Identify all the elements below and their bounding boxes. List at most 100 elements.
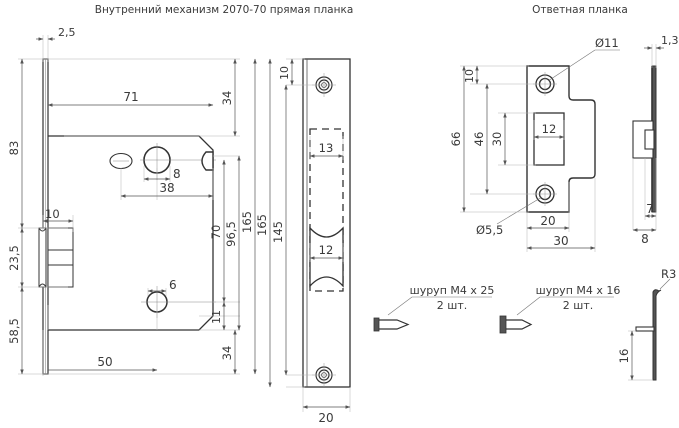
dim-83: 83: [7, 58, 24, 229]
dim-side-7-label: 7: [646, 202, 654, 216]
dim-strike-30-h-label: 30: [553, 234, 568, 248]
detail-flange: [635, 326, 655, 332]
dim-faceplate-10-label: 10: [278, 66, 291, 80]
screw-16-label-line2: 2 шт.: [563, 299, 593, 312]
dim-side-7: 7: [644, 202, 657, 218]
dim-50-label: 50: [97, 355, 112, 369]
dim-38-label: 38: [159, 181, 174, 195]
lock-extension-lines: [18, 35, 240, 376]
dim-r3-label: R3: [661, 267, 676, 281]
dim-strike-30-v-label: 30: [490, 132, 504, 147]
dim-71-label: 71: [123, 90, 138, 104]
fastener-screw-m4-25: шуруп М4 х 25 2 шт.: [373, 284, 495, 332]
view-lock-body: 2,5 83 71 34 38 8 10: [7, 26, 257, 376]
dim-strike-20: 20: [526, 214, 570, 230]
dim-side-8: 8: [632, 228, 657, 246]
dim-34-bottom: 34: [220, 329, 237, 375]
dim-strike-46-label: 46: [472, 132, 486, 147]
dim-2-5-label: 2,5: [58, 26, 76, 39]
dim-96-5: 96,5: [224, 155, 241, 331]
dim-83-label: 83: [7, 141, 21, 156]
view-strike-side: 1,3 7 8: [632, 34, 679, 246]
dim-strike-66: 66: [449, 65, 466, 213]
dim-2-5: 2,5: [36, 26, 76, 41]
screw-25-label-line1: шуруп М4 х 25: [410, 284, 495, 297]
dia55-leader: [496, 196, 543, 225]
dim-70-label: 70: [209, 225, 223, 240]
dim-faceplate-165-label: 165: [255, 214, 269, 236]
dim-strike-10-label: 10: [463, 69, 476, 83]
dim-6: 6: [147, 278, 177, 293]
screw-25-head: [373, 317, 380, 332]
faceplate-latch-window: [309, 226, 344, 288]
dim-detail-16-label: 16: [617, 349, 631, 364]
dim-34-bottom-label: 34: [220, 346, 234, 361]
dim-11-label: 11: [210, 310, 223, 324]
dim-faceplate-13-label: 13: [319, 141, 334, 155]
dim-165-body: 165: [240, 58, 257, 375]
dim-38: 38: [120, 181, 214, 198]
screw-16-label-line1: шуруп М4 х 16: [536, 284, 621, 297]
title-left: Внутренний механизм 2070-70 прямая планк…: [95, 4, 354, 16]
screw-16-leader: [516, 296, 541, 316]
faceplate-hidden-body: [309, 128, 344, 292]
dim-side-8-label: 8: [641, 232, 649, 246]
strike-side-lip-inner: [644, 129, 655, 150]
faceplate-outline: [302, 58, 351, 388]
faceplate-screw-bottom: [312, 363, 336, 387]
dim-6-label: 6: [169, 278, 177, 292]
dim-8-label: 8: [173, 167, 181, 181]
dim-10-latch-label: 10: [45, 207, 60, 221]
latch-bolt: [38, 227, 74, 288]
dim-strike-30-h: 30: [526, 234, 596, 250]
dim-strike-12: 12: [533, 122, 565, 139]
dim-23-5-label: 23,5: [7, 245, 21, 271]
dim-58-5-label: 58,5: [7, 318, 21, 344]
dim-faceplate-145-label: 145: [271, 221, 285, 243]
dim-50: 50: [48, 355, 158, 372]
dim-23-5: 23,5: [7, 227, 24, 288]
view-strike-plate: Ø11 Ø5,5 10 66: [449, 36, 620, 252]
screw-16-head: [499, 315, 507, 334]
dim-58-5: 58,5: [7, 286, 24, 375]
dim-34-top-label: 34: [220, 91, 234, 106]
detail-lip-profile: [652, 289, 662, 381]
dim-strike-46: 46: [472, 83, 489, 195]
dia11-leader: [547, 49, 596, 82]
dim-side-1-3-label: 1,3: [661, 34, 679, 47]
dim-side-1-3: 1,3: [644, 34, 679, 50]
dim-71: 71: [47, 90, 214, 107]
dim-strike-30-v: 30: [490, 112, 507, 166]
dim-165-body-label: 165: [240, 211, 254, 233]
dim-strike-12-label: 12: [542, 122, 557, 136]
dim-11: 11: [210, 301, 226, 331]
strike-window: [533, 112, 565, 166]
dim-34-top: 34: [220, 58, 237, 137]
dim-10-latch: 10: [42, 207, 74, 223]
dim-detail-16: 16: [617, 330, 634, 381]
dim-dia-5-5-label: Ø5,5: [476, 223, 503, 237]
dim-strike-20-label: 20: [540, 214, 555, 228]
view-strike-detail: R3 16: [617, 267, 676, 381]
strike-extension-lines: [460, 65, 596, 252]
dim-strike-66-label: 66: [449, 132, 463, 147]
dim-8: 8: [143, 167, 181, 181]
screw-25-leader: [387, 296, 413, 316]
fastener-screw-m4-16: шуруп М4 х 16 2 шт.: [499, 284, 621, 334]
dim-70: 70: [209, 159, 226, 303]
dim-96-5-label: 96,5: [224, 221, 238, 247]
dim-faceplate-165: 165: [255, 58, 272, 388]
dim-dia-11-label: Ø11: [595, 36, 619, 50]
dim-faceplate-145: 145: [271, 84, 288, 376]
dim-faceplate-10: 10: [278, 58, 294, 86]
title-right: Ответная планка: [532, 4, 628, 16]
dim-faceplate-20-label: 20: [318, 411, 333, 425]
dim-strike-10: 10: [463, 65, 479, 85]
dim-faceplate-12-label: 12: [319, 243, 334, 257]
screw-25-label-line2: 2 шт.: [437, 299, 467, 312]
dim-faceplate-13: 13: [309, 141, 344, 158]
dim-faceplate-12: 12: [309, 243, 344, 260]
view-faceplate: 10 165 145 13 12 20: [255, 58, 351, 425]
